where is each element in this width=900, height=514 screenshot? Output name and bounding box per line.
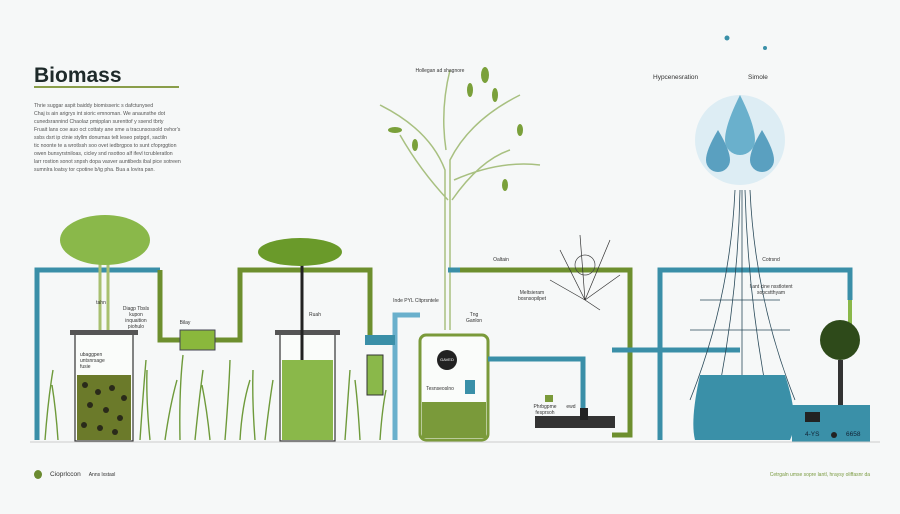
machine-label-left: 4-YS — [805, 431, 820, 438]
tower — [689, 189, 796, 420]
paragraph-line: cunedsrannind Chaolaz pmipplan surenttof… — [34, 119, 164, 125]
legend-sub: Anns lxstasl — [88, 471, 116, 478]
label-platform-side: ewd — [566, 404, 576, 410]
page-title: Biomass — [34, 64, 122, 87]
label-hyper: Hypcenesration — [653, 74, 699, 81]
footer-note: Cetrgaln umse sopre lantl, hraysy oliffa… — [769, 472, 870, 478]
label-tank1-note: Diagp Tbsls kupon inquaition piohulo — [122, 306, 150, 330]
label-pipe-mid: Inde PYL Cltprsntele — [393, 298, 439, 304]
legend-label: Cioprlccon — [50, 471, 81, 478]
label-tree-base: Tng Ganlon — [465, 312, 483, 324]
machine-label-right: 6658 — [846, 431, 861, 438]
water-flask — [693, 375, 794, 440]
legend-swatch — [34, 470, 42, 479]
grass — [44, 354, 387, 441]
paragraph-line: Thrie suggar aspit baiddy biomisseric s … — [34, 103, 154, 109]
label-tank1-pipe: tahn — [96, 300, 106, 306]
paragraph-line: tic noonte te a wrotlssh soo ovet iedbrg… — [34, 143, 177, 149]
valve — [365, 335, 395, 396]
title-underline — [34, 86, 179, 88]
label-gauge: GAVED — [440, 357, 454, 362]
blue-pipe-right-of-tank — [448, 267, 586, 410]
paragraph-line: sumnlra loatsy tor cpotine b/ig pha. Bua… — [34, 167, 155, 173]
machine — [792, 405, 870, 442]
tank-2 — [258, 238, 342, 442]
paragraph-line: Chaj is ain arigrys int sioric emnoman. … — [34, 111, 166, 117]
label-top-tree: Hollegan ad shagnore — [415, 68, 465, 74]
label-simole: Simole — [748, 74, 768, 81]
leaves — [388, 67, 523, 191]
label-control-note: I ant cine nsstlotent sopcstthyam — [749, 284, 793, 296]
label-filter: Bilay — [179, 320, 191, 326]
shrub — [549, 234, 621, 311]
paragraph-line: larr rostion sonot snpsh dopa vasver aun… — [34, 159, 181, 165]
platform — [535, 395, 615, 428]
tank-1 — [60, 215, 150, 442]
blue-pipe-right — [612, 267, 853, 440]
tall-tree — [379, 69, 541, 330]
paragraph-line: Fruait lans coe auo oct cottaty ane sme … — [34, 127, 181, 133]
paragraph-line: ssbs dsrt ip ctnie styllm donumas telt l… — [34, 135, 167, 141]
label-shrub: Meltsieram bosnsopilpet — [517, 290, 547, 302]
filter-canister — [179, 329, 216, 351]
blue-pipe-mid — [392, 312, 420, 440]
label-tank3: Tesnseoslno — [426, 386, 454, 392]
paragraph-line: owen bunsyrstniloas, cicley snd nsottoo … — [34, 151, 173, 157]
water-drops — [695, 35, 785, 185]
blue-pipe-left — [34, 267, 160, 440]
right-tree — [820, 320, 860, 405]
label-platform: Phrbgpme fesprsoh — [533, 404, 557, 416]
label-tank2: Ruah — [309, 312, 321, 318]
description-paragraph: Thrie suggar aspit baiddy biomisseric s … — [34, 102, 184, 174]
tank-3 — [418, 333, 490, 442]
label-tank1-inner: ubaggpen untsnrsage fusie — [80, 352, 105, 370]
label-control: Cotrsnd — [762, 257, 780, 263]
legend: Cioprlccon Anns lxstasl — [34, 470, 115, 479]
label-outlet: Oaltain — [493, 257, 509, 263]
